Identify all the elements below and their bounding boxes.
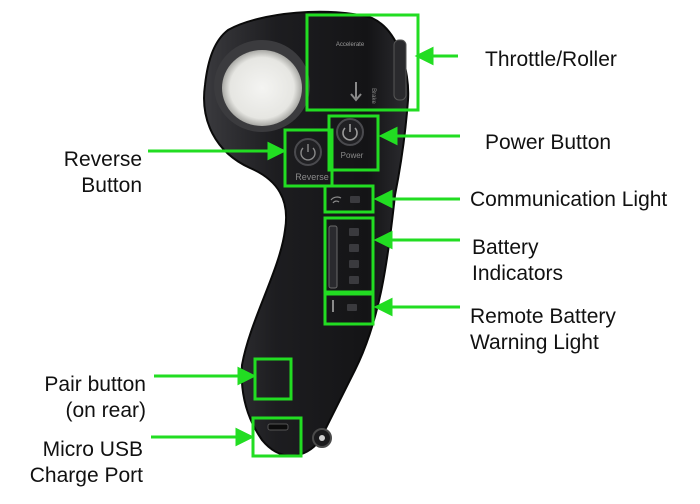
- power-highlight: [327, 114, 380, 172]
- label-line: Charge Port: [29, 464, 143, 487]
- callout-arrows: [148, 46, 460, 447]
- label-line: Indicators: [472, 262, 564, 285]
- micro-usb-label: Micro USB Charge Port: [10, 437, 143, 489]
- reverse-button-label: Reverse Button: [40, 147, 142, 199]
- throttle-roller-label: Throttle/Roller: [485, 47, 617, 73]
- label-line: Micro USB: [42, 438, 143, 461]
- remote-battery-highlight: [323, 292, 375, 326]
- arrow-pair: [237, 366, 257, 386]
- label-line: (on rear): [65, 399, 146, 422]
- label-line: Battery: [472, 236, 539, 259]
- lanyard-hole: [319, 435, 325, 441]
- remote-battery-warning-label: Remote Battery Warning Light: [470, 304, 616, 356]
- power-button-label: Power Button: [485, 130, 611, 156]
- battery-highlight: [323, 216, 375, 294]
- pair-highlight: [253, 357, 293, 401]
- reverse-icon: [300, 144, 316, 161]
- throttle-highlight: [305, 13, 420, 112]
- device-brand-text: Accelerate: [336, 42, 365, 48]
- arrow-communication: [373, 189, 393, 209]
- label-line: Communication Light: [470, 188, 668, 211]
- arrow-usb: [235, 427, 255, 447]
- throttle-roller[interactable]: [393, 39, 407, 101]
- label-line: Power Button: [485, 131, 612, 154]
- communication-light: [350, 196, 360, 203]
- label-line: Warning Light: [470, 331, 599, 354]
- remote-battery-warning-light: [347, 304, 357, 311]
- label-line: Reverse: [63, 148, 142, 171]
- remote-body: Accelerate Brake Power Reverse: [203, 10, 410, 457]
- battery-indicator-1: [349, 228, 359, 236]
- throttle-arrow-icon: [350, 82, 362, 102]
- arrow-reverse: [267, 141, 287, 161]
- arrow-throttle: [414, 46, 434, 66]
- label-line: Button: [81, 174, 142, 197]
- battery-indicator-2: [349, 244, 359, 252]
- arrow-battery: [373, 230, 393, 250]
- battery-indicators-label: Battery Indicators: [472, 235, 563, 287]
- communication-light-label: Communication Light: [470, 187, 667, 213]
- arrow-power: [378, 126, 398, 146]
- power-icon: [342, 124, 358, 141]
- device-throttle-text: Brake: [370, 88, 376, 104]
- label-line: Remote Battery: [470, 305, 616, 328]
- reverse-highlight: [283, 128, 334, 188]
- finger-hole-opening: [222, 50, 302, 126]
- battery-indicator-4: [349, 276, 359, 284]
- device-power-text: Power: [341, 151, 364, 160]
- label-line: Pair button: [44, 373, 146, 396]
- pair-button-label: Pair button (on rear): [10, 372, 146, 424]
- battery-indicator-3: [349, 260, 359, 268]
- battery-icon: [328, 225, 338, 289]
- device-reverse-text: Reverse: [295, 172, 329, 182]
- label-line: Throttle/Roller: [485, 48, 617, 71]
- wifi-icon: [330, 196, 342, 204]
- arrow-remote-battery: [373, 297, 393, 317]
- micro-usb-port[interactable]: [267, 423, 289, 431]
- communication-highlight: [323, 184, 375, 214]
